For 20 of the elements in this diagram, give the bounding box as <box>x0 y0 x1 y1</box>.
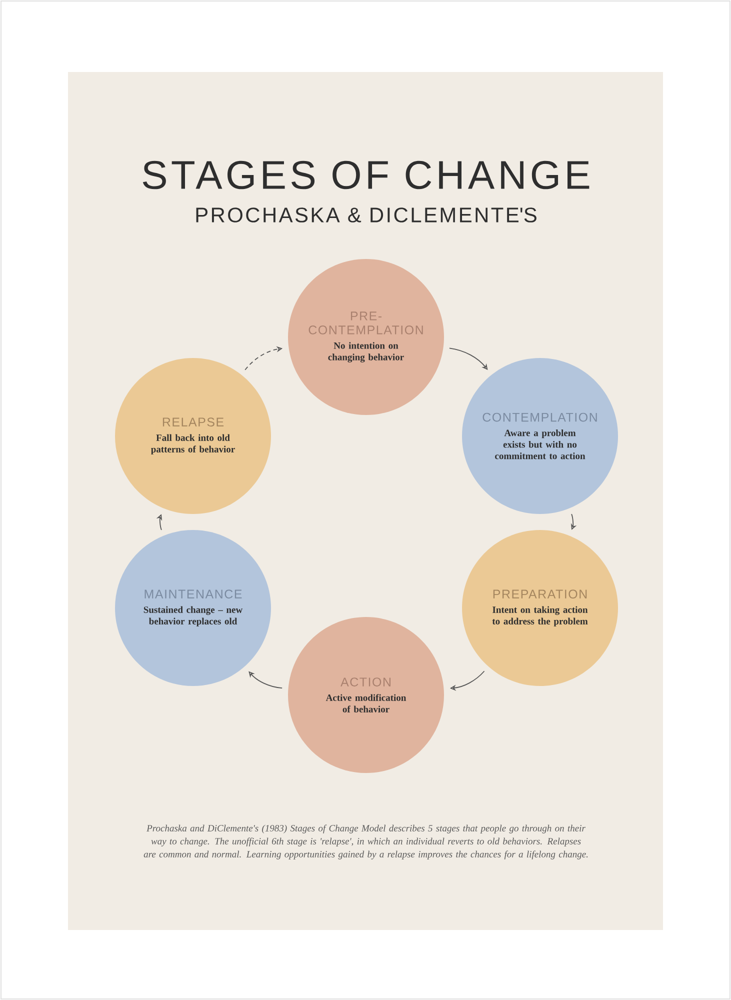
title: STAGES OF CHANGE <box>142 160 590 190</box>
stage-circle <box>115 530 271 686</box>
stage-heading: PREPARATION <box>493 590 587 598</box>
arrow <box>449 348 488 370</box>
stage-circle <box>288 259 444 415</box>
stage-description: No intention on changing behavior <box>328 342 404 362</box>
subtitle: PROCHASKA & DICLEMENTE'S <box>196 208 536 222</box>
stage-circle <box>462 530 618 686</box>
stage-circle <box>115 358 271 514</box>
stage-description: Sustained change – new behavior replaces old <box>144 606 243 626</box>
stage-description: Aware a problem exists but with no commitment to action <box>495 429 586 460</box>
stage-description: Active modification of behavior <box>326 694 406 712</box>
stage-description: Intent on taking action to address the problem <box>492 606 588 626</box>
stage-circle <box>288 617 444 773</box>
stage-heading: MAINTENANCE <box>144 590 242 598</box>
stage-description: Fall back into old patterns of behavior <box>151 434 235 454</box>
stage-heading: CONTEMPLATION <box>482 412 597 422</box>
stage-heading: RELAPSE <box>162 418 224 426</box>
stage-circle <box>462 358 618 514</box>
caption: Prochaska and DiClemente's (1983) Stages of Change Model describes 5 stages that people go through on their way to change. The unofficial 6th stage is 'relapse', in which an individual reverts to old behaviors. Relapses are common and normal. Learning opportunities gained by a relapse improves the chances for a lifelong change. <box>144 824 588 860</box>
